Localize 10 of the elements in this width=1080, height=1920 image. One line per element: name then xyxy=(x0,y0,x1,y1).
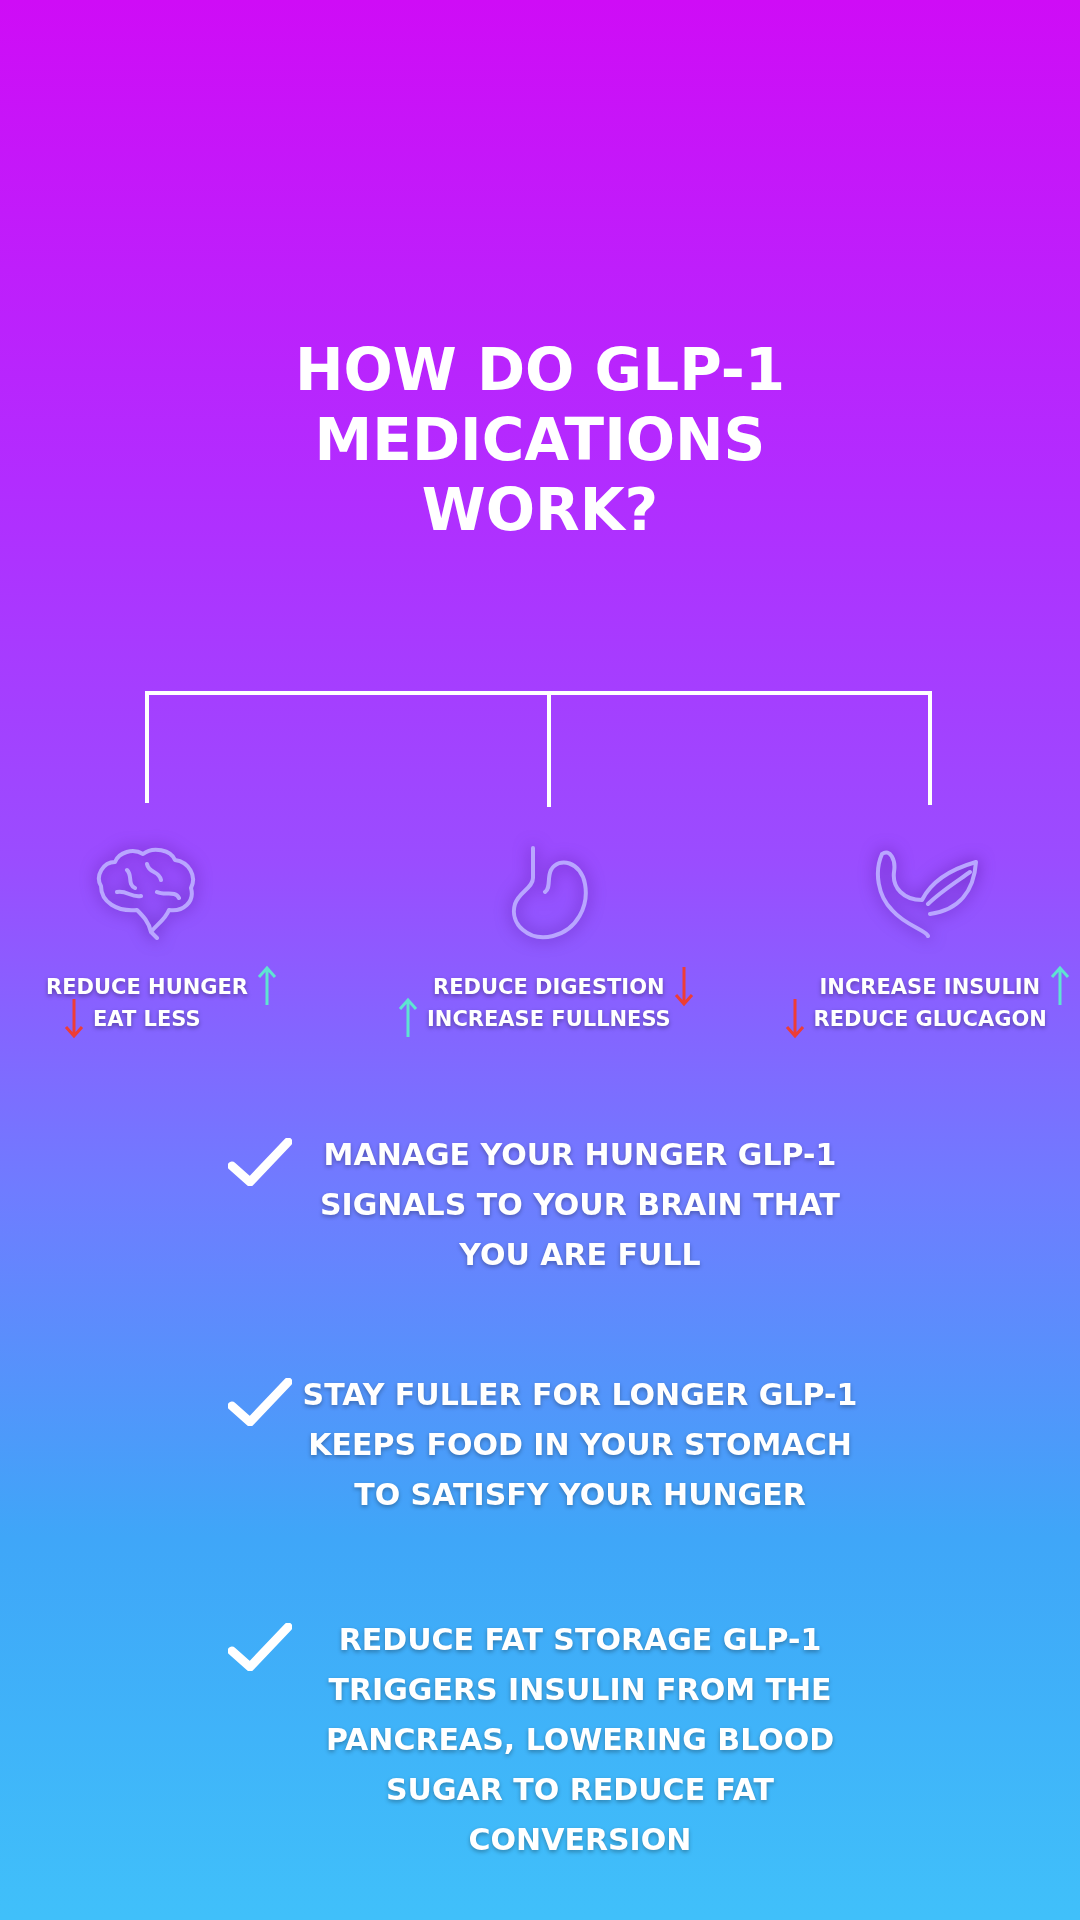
effect-text: REDUCE HUNGER xyxy=(46,975,249,999)
title: HOW DO GLP-1 MEDICATIONS WORK? xyxy=(293,335,787,545)
effect-text: INCREASE FULLNESS xyxy=(427,1007,671,1031)
effect-text: EAT LESS xyxy=(93,1007,201,1031)
effect-text: REDUCE GLUCAGON xyxy=(813,1007,1047,1031)
effect-text: INCREASE INSULIN xyxy=(819,975,1041,999)
benefit-text: STAY FULLER FOR LONGER GLP-1 KEEPS FOOD IN YOUR STOMACH TO SATISFY YOUR HUNGER xyxy=(301,1376,859,1514)
effect-text: REDUCE DIGESTION xyxy=(433,975,665,999)
benefit-text: REDUCE FAT STORAGE GLP-1 TRIGGERS INSULIN FROM THE PANCREAS, LOWERING BLOOD SUGAR TO REDUCE FAT CONVERSION xyxy=(324,1621,836,1859)
benefit-text: MANAGE YOUR HUNGER GLP-1 SIGNALS TO YOUR BRAIN THAT YOU ARE FULL xyxy=(318,1136,842,1274)
